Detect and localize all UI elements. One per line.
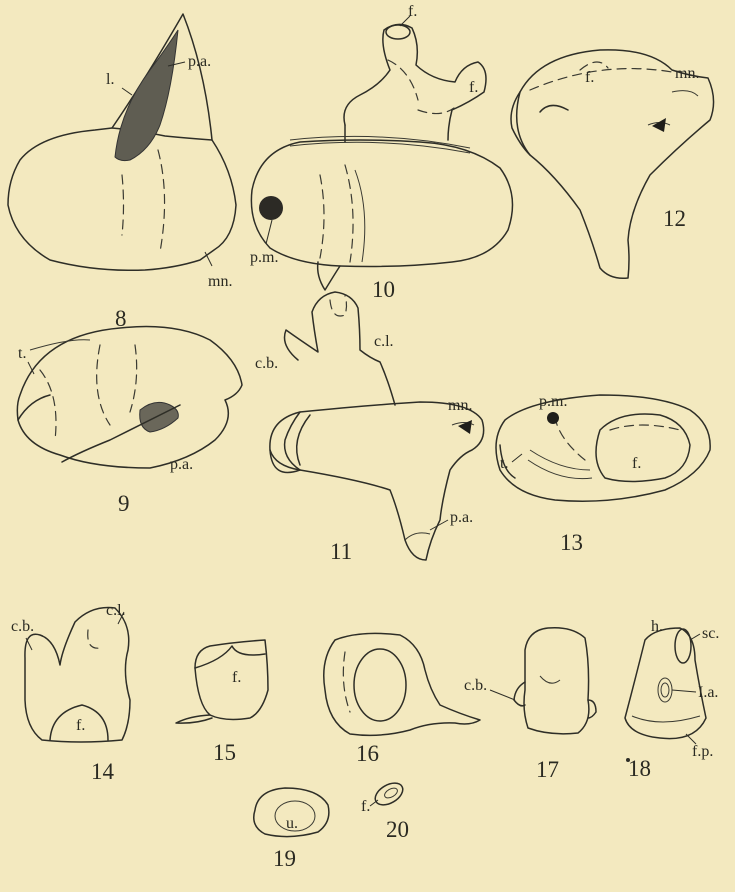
figure-10-label-f-side: f. — [469, 79, 478, 96]
figure-18-label-la: I.a. — [698, 684, 718, 701]
figure-13-number: 13 — [560, 530, 583, 555]
figure-16-drawing — [324, 633, 480, 735]
figure-15-drawing — [176, 640, 268, 723]
figure-8-ligament-shading — [115, 30, 178, 161]
figure-20-label-f: f. — [361, 798, 370, 815]
figure-8-label-l: l. — [106, 71, 114, 88]
figure-14-number: 14 — [91, 759, 115, 784]
figure-dot-mark — [626, 758, 630, 762]
figure-9-label-t: t. — [18, 345, 26, 362]
figure-18-label-h: h. — [651, 618, 663, 635]
figure-17-drawing — [490, 628, 596, 734]
figure-9-number: 9 — [118, 491, 130, 516]
figure-17-number: 17 — [536, 757, 559, 782]
figure-9-drawing — [17, 327, 242, 469]
figure-17-label-cb: c.b. — [464, 677, 487, 694]
figure-18-number: 18 — [628, 756, 651, 781]
figure-20-number: 20 — [386, 817, 409, 842]
figure-13-drawing — [496, 395, 710, 501]
figure-12-label-f: f. — [585, 69, 594, 86]
figure-13-label-pm: p.m. — [539, 393, 567, 410]
figure-13-label-f: f. — [632, 455, 641, 472]
figure-15-label-f: f. — [232, 669, 241, 686]
figure-10-drawing — [251, 16, 512, 290]
figure-18-drawing — [625, 628, 706, 744]
figure-12-mn-notch — [652, 118, 666, 132]
figure-20-drawing — [370, 779, 406, 810]
figure-10-pm-dot — [259, 196, 283, 220]
figure-14-label-cl: c.l. — [106, 602, 126, 619]
figure-11-label-cl: c.l. — [374, 333, 394, 350]
figure-15-number: 15 — [213, 740, 236, 765]
figure-9-label-pa: p.a. — [170, 456, 193, 473]
figure-13-label-t: t. — [500, 455, 508, 472]
figure-9-shading — [140, 402, 179, 432]
figure-19-number: 19 — [273, 846, 296, 871]
figure-18-label-fp: f.p. — [692, 743, 713, 760]
figure-12-number: 12 — [663, 206, 686, 231]
figure-19-label-u: u. — [286, 815, 298, 832]
figure-8-label-pa: p.a. — [188, 53, 211, 70]
figure-10-label-pm: p.m. — [250, 249, 278, 266]
figure-11-label-pa: p.a. — [450, 509, 473, 526]
figure-12-label-mn: mn. — [675, 65, 699, 82]
figure-8-label-mn: mn. — [208, 273, 232, 290]
figure-14-label-cb: c.b. — [11, 618, 34, 635]
figure-10-number: 10 — [372, 277, 395, 302]
figure-16-number: 16 — [356, 741, 379, 766]
figure-11-label-mn: mn. — [448, 397, 472, 414]
figure-13-pm-dot — [547, 412, 559, 424]
figure-14-label-f: f. — [76, 717, 85, 734]
figure-11-number: 11 — [330, 539, 352, 564]
figure-10-label-f-top: f. — [408, 3, 417, 20]
figure-11-label-cb: c.b. — [255, 355, 278, 372]
figure-12-drawing — [511, 50, 714, 278]
figure-18-label-sc: sc. — [702, 625, 719, 642]
